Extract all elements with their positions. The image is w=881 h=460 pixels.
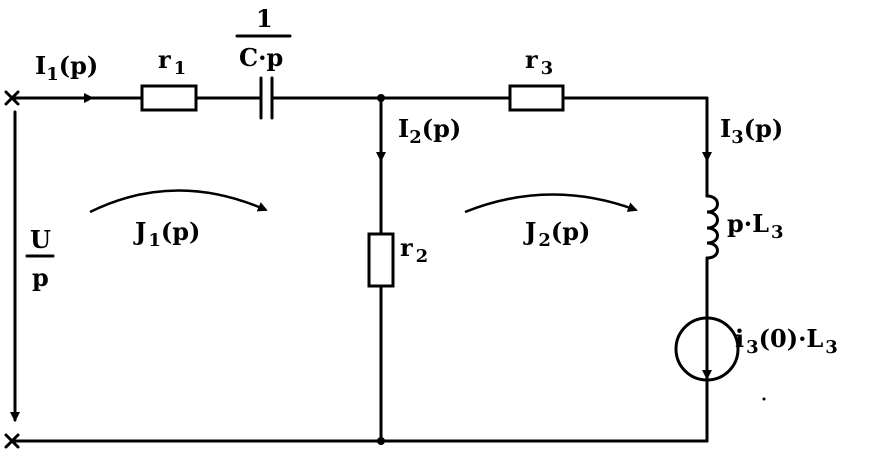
node-bottom-middle (377, 437, 385, 445)
resistor-r3 (508, 84, 565, 112)
wires (10, 96, 709, 443)
loop-j2-arrow (464, 193, 638, 214)
label-cap-denominator: C·p (239, 43, 283, 72)
loop-j1-arrow (89, 189, 268, 214)
terminals (4, 90, 20, 449)
label-i1: I1(p) (35, 51, 98, 85)
label-i2: I2(p) (398, 114, 461, 148)
node-top-middle (377, 94, 385, 102)
label-i3: I3(p) (720, 114, 783, 148)
terminal-top-mark-b (4, 90, 20, 106)
label-u-numerator: U (30, 225, 51, 254)
label-cap-numerator: 1 (256, 4, 273, 33)
terminal-bottom-mark-b (4, 433, 20, 449)
resistor-r2 (367, 232, 395, 288)
inductor-l3 (705, 194, 719, 260)
capacitor (259, 76, 274, 120)
stray-dot (762, 397, 766, 401)
resistor-r1 (140, 84, 198, 112)
label-u-denominator: p (32, 263, 49, 292)
